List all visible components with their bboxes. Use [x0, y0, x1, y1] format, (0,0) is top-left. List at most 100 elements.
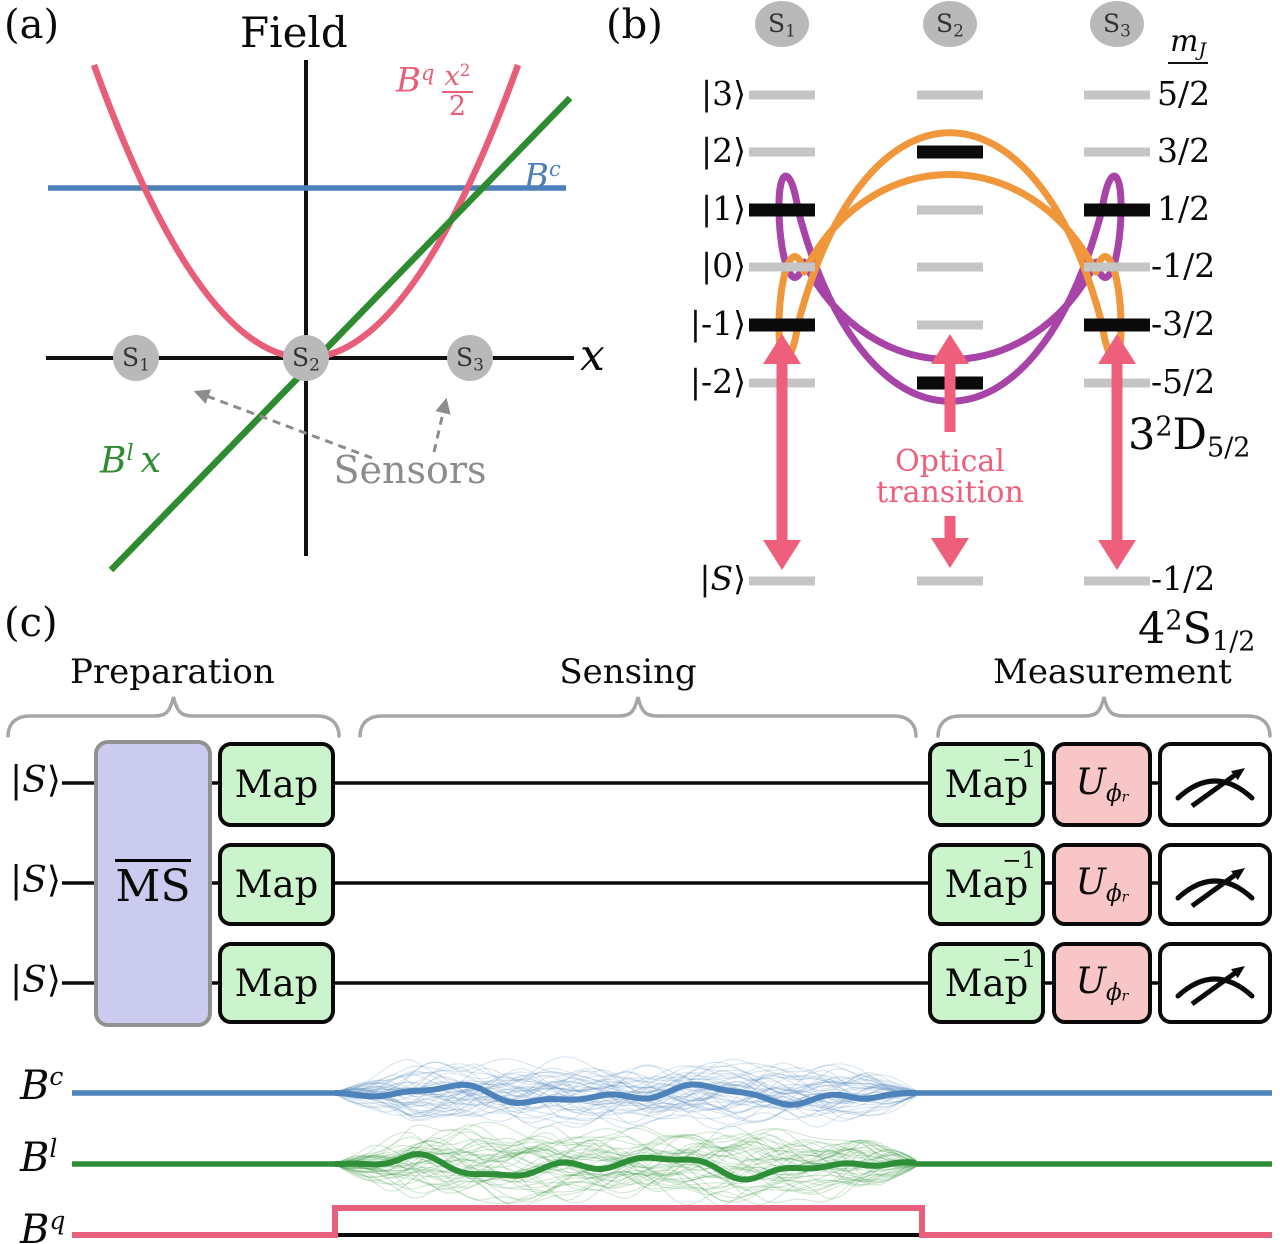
noise-line — [334, 1092, 917, 1125]
noise-line — [334, 1062, 917, 1095]
noise-line — [334, 1149, 917, 1180]
input-ket-2: |S⟩ — [10, 860, 61, 901]
noise-line — [334, 1080, 917, 1113]
bl-noise-bundle — [334, 1121, 917, 1207]
map-gate-3: Map — [218, 942, 335, 1024]
noise-line — [334, 1092, 917, 1130]
noise-line — [334, 1092, 917, 1128]
panel-c-tag: (c) — [4, 600, 58, 646]
panel-a-tag: (a) — [4, 2, 60, 48]
noise-line — [334, 1056, 917, 1094]
constant-field-label: Bc — [524, 156, 561, 197]
sensor-label-1: S1 — [122, 343, 150, 376]
noise-line — [334, 1076, 917, 1109]
level-bar — [1084, 147, 1150, 157]
noise-line — [334, 1163, 917, 1207]
level-bar — [917, 262, 983, 272]
measurement-meter-3 — [1158, 942, 1272, 1024]
noise-line — [334, 1158, 917, 1190]
stage-label-preparation: Preparation — [70, 652, 275, 692]
level-bar — [1084, 90, 1150, 100]
noise-line — [334, 1092, 917, 1122]
phase-gate-3: Uϕr — [1052, 942, 1152, 1024]
noise-line — [334, 1092, 917, 1126]
orange-coupling-curve — [775, 129, 1125, 362]
noise-line — [334, 1067, 917, 1097]
level-bar — [749, 318, 815, 332]
sensor-chips — [755, 1, 1144, 47]
noise-line — [334, 1140, 917, 1181]
noise-line — [334, 1162, 917, 1202]
bq-trace-label: Bq — [20, 1206, 66, 1244]
ket-label: |1⟩ — [701, 189, 746, 228]
column-label-s3: S3 — [1103, 9, 1131, 42]
ket-label: |3⟩ — [701, 74, 746, 113]
bl-trace-label: Bl — [20, 1134, 58, 1181]
map-gate-2: Map — [218, 843, 335, 926]
meter-icon — [1175, 867, 1255, 908]
level-bar — [917, 320, 983, 330]
level-bar — [917, 90, 983, 100]
noise-line — [334, 1143, 917, 1182]
ground-mj-value: -1/2 — [1151, 559, 1216, 598]
input-ket-3: |S⟩ — [10, 960, 61, 1001]
panel-b-levels — [749, 1, 1150, 586]
noise-line — [334, 1163, 917, 1204]
noise-line — [334, 1127, 917, 1165]
ket-label: |2⟩ — [701, 131, 746, 170]
sensor-dot-1 — [113, 335, 159, 381]
level-bar — [917, 145, 983, 159]
panel-a-plot — [46, 60, 574, 573]
phase-gate-1: Uϕr — [1052, 742, 1152, 827]
noise-line — [334, 1161, 917, 1194]
column-label-s1: S1 — [768, 9, 796, 42]
noise-line — [334, 1124, 917, 1165]
noise-line — [334, 1061, 917, 1094]
sensors-arrow-right — [432, 397, 451, 453]
noise-line — [334, 1127, 917, 1165]
noise-line — [334, 1076, 917, 1111]
optical-transition-label: Optical transition — [876, 444, 1024, 510]
noise-line — [334, 1147, 917, 1187]
column-label-s2: S2 — [936, 9, 964, 42]
noise-line — [334, 1163, 917, 1204]
linear-field-line — [108, 95, 573, 573]
noise-line — [334, 1072, 917, 1107]
sensor-dot-3 — [447, 335, 493, 381]
level-bar — [1084, 318, 1150, 332]
noise-line — [334, 1121, 917, 1165]
noise-mean-line — [334, 1081, 916, 1108]
noise-line — [334, 1065, 917, 1095]
noise-line — [334, 1138, 917, 1167]
noise-line — [334, 1072, 917, 1101]
ground-level-bar — [1084, 576, 1150, 586]
sensor-label-3: S3 — [456, 343, 484, 376]
noise-line — [334, 1163, 917, 1204]
bc-noise-bundle — [334, 1056, 917, 1130]
ground-level-bar — [749, 576, 815, 586]
noise-line — [334, 1084, 916, 1115]
level-bar — [1084, 262, 1150, 272]
mj-value: -3/2 — [1151, 304, 1216, 343]
level-bars — [749, 90, 1150, 586]
phase-gate-2: Uϕr — [1052, 843, 1152, 926]
noise-line — [334, 1092, 917, 1130]
level-bar — [917, 205, 983, 215]
bq-pulse-trace — [72, 1205, 1272, 1238]
level-bar — [749, 147, 815, 157]
purple-coupling-curve — [775, 172, 1125, 405]
mj-value: -1/2 — [1151, 246, 1216, 285]
noise-line — [334, 1058, 917, 1094]
measurement-meter-1 — [1158, 742, 1272, 827]
mj-header: mJ — [1168, 24, 1209, 64]
sensor-chip — [755, 1, 809, 47]
mj-value: 1/2 — [1157, 189, 1211, 228]
noise-line — [334, 1065, 917, 1095]
ket-label: |-1⟩ — [689, 304, 746, 343]
noise-line — [334, 1061, 917, 1095]
input-ket-1: |S⟩ — [10, 760, 61, 801]
noise-line — [334, 1136, 917, 1172]
